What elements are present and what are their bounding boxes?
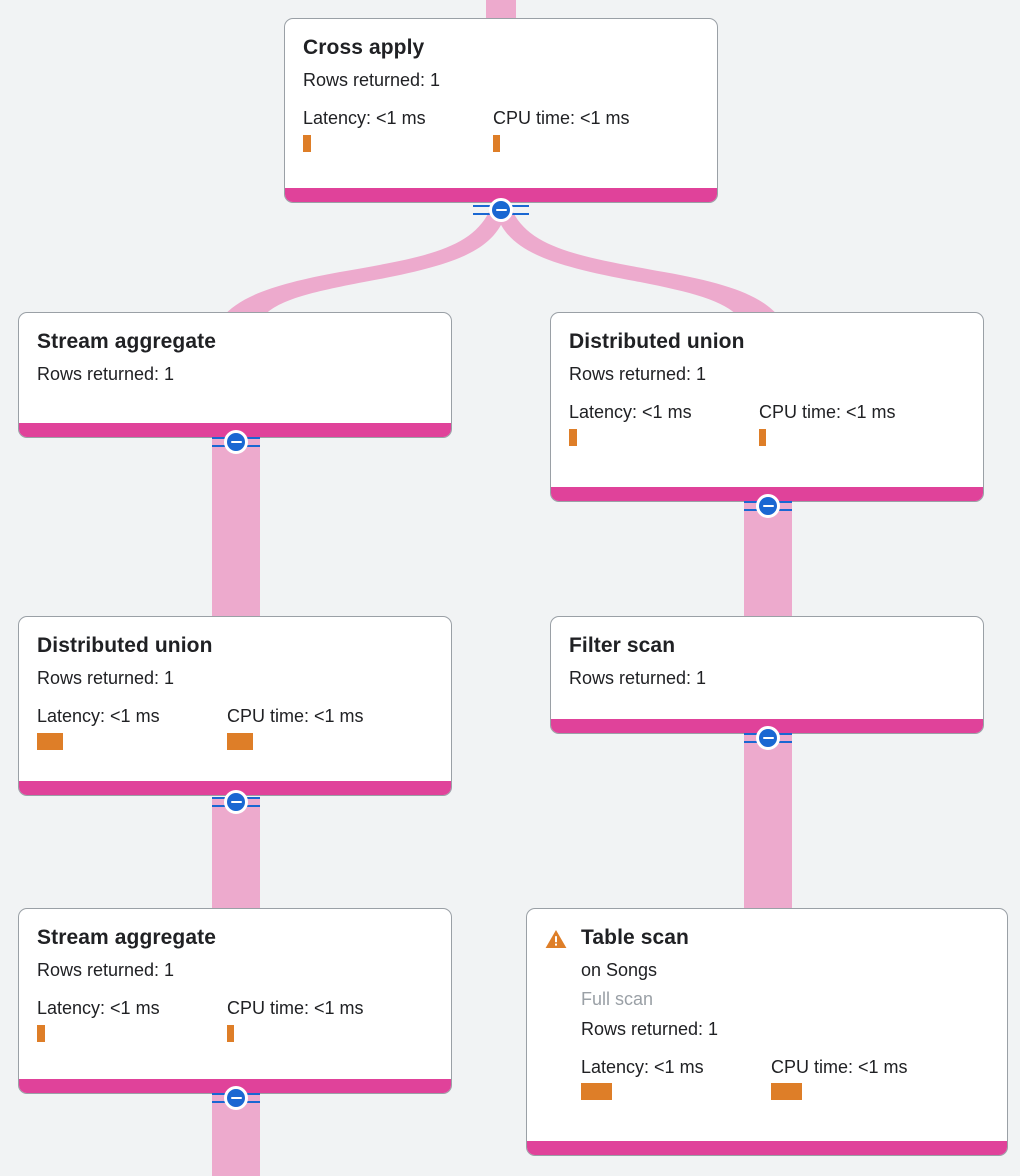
metric-cpu-time-bar <box>227 732 253 750</box>
metric-latency-bar <box>569 428 577 446</box>
node-title: Cross apply <box>303 36 425 59</box>
plan-node-table-scan[interactable]: Table scan on Songs Full scan Rows retur… <box>526 908 1008 1156</box>
node-rows-returned: Rows returned: 1 <box>37 960 175 981</box>
plan-node-cross-apply[interactable]: Cross apply Rows returned: 1 Latency: <1… <box>284 18 718 203</box>
minus-circle-icon <box>756 494 780 518</box>
node-metrics: Latency: <1 ms CPU time: <1 ms <box>569 401 965 446</box>
collapse-toggle-stream-aggregate-2[interactable] <box>206 1083 266 1113</box>
collapse-toggle-distributed-union-right[interactable] <box>738 491 798 521</box>
node-body: Cross apply Rows returned: 1 Latency: <1… <box>285 19 717 188</box>
metric-cpu-time-label: CPU time: <1 ms <box>759 402 896 423</box>
metric-cpu-time: CPU time: <1 ms <box>227 997 364 1042</box>
warning-triangle-icon <box>545 930 567 948</box>
plan-node-distributed-union-right[interactable]: Distributed union Rows returned: 1 Laten… <box>550 312 984 502</box>
node-footer-bar <box>285 188 717 202</box>
metric-latency-bar <box>581 1083 612 1101</box>
node-rows-returned: Rows returned: 1 <box>581 1018 719 1039</box>
metric-cpu-time-label: CPU time: <1 ms <box>227 706 364 727</box>
edge-filter-scan-to-table-scan <box>744 734 792 910</box>
metric-latency: Latency: <1 ms <box>37 705 227 750</box>
metric-latency-label: Latency: <1 ms <box>37 998 160 1019</box>
node-title: Stream aggregate <box>37 330 217 353</box>
node-metrics: Latency: <1 ms CPU time: <1 ms <box>581 1056 989 1101</box>
metric-latency: Latency: <1 ms <box>581 1056 771 1101</box>
metric-latency-label: Latency: <1 ms <box>37 706 160 727</box>
node-footer-bar <box>527 1141 1007 1155</box>
node-content: Distributed union Rows returned: 1 Laten… <box>569 329 965 446</box>
node-rows-returned: Rows returned: 1 <box>569 364 707 385</box>
node-content: Table scan on Songs Full scan Rows retur… <box>581 925 989 1101</box>
collapse-toggle-stream-aggregate-1[interactable] <box>206 427 266 457</box>
node-target: on Songs <box>581 960 658 981</box>
plan-node-distributed-union-left[interactable]: Distributed union Rows returned: 1 Laten… <box>18 616 452 796</box>
metric-latency-label: Latency: <1 ms <box>569 402 692 423</box>
node-title: Distributed union <box>569 330 745 353</box>
node-body: Stream aggregate Rows returned: 1 <box>19 313 451 423</box>
metric-cpu-time-bar <box>759 428 766 446</box>
node-body: Table scan on Songs Full scan Rows retur… <box>527 909 1007 1141</box>
metric-cpu-time: CPU time: <1 ms <box>759 401 896 446</box>
node-footer-bar <box>19 781 451 795</box>
metric-cpu-time-label: CPU time: <1 ms <box>227 998 364 1019</box>
collapse-toggle-cross-apply[interactable] <box>471 195 531 225</box>
metric-latency: Latency: <1 ms <box>569 401 759 446</box>
minus-circle-icon <box>224 430 248 454</box>
metric-latency-bar <box>37 732 63 750</box>
node-body: Distributed union Rows returned: 1 Laten… <box>19 617 451 781</box>
plan-node-stream-aggregate-1[interactable]: Stream aggregate Rows returned: 1 <box>18 312 452 438</box>
node-rows-returned: Rows returned: 1 <box>303 70 441 91</box>
plan-node-stream-aggregate-2[interactable]: Stream aggregate Rows returned: 1 Latenc… <box>18 908 452 1094</box>
node-rows-returned: Rows returned: 1 <box>37 668 175 689</box>
node-content: Cross apply Rows returned: 1 Latency: <1… <box>303 35 699 152</box>
metric-latency-label: Latency: <1 ms <box>303 108 426 129</box>
node-title: Table scan <box>581 926 689 949</box>
edge-root-to-stream-aggregate-1 <box>222 212 505 318</box>
warning-slot <box>545 925 581 949</box>
metric-cpu-time: CPU time: <1 ms <box>493 107 630 152</box>
edge-stream-aggregate-1-to-distributed-union-left <box>212 438 260 620</box>
metric-latency: Latency: <1 ms <box>37 997 227 1042</box>
node-rows-returned: Rows returned: 1 <box>569 668 707 689</box>
node-content: Distributed union Rows returned: 1 Laten… <box>37 633 433 750</box>
node-metrics: Latency: <1 ms CPU time: <1 ms <box>37 997 433 1042</box>
node-metrics: Latency: <1 ms CPU time: <1 ms <box>303 107 699 152</box>
minus-circle-icon <box>224 790 248 814</box>
metric-latency-bar <box>37 1024 45 1042</box>
plan-node-filter-scan[interactable]: Filter scan Rows returned: 1 <box>550 616 984 734</box>
metric-latency-bar <box>303 134 311 152</box>
metric-cpu-time: CPU time: <1 ms <box>227 705 364 750</box>
node-body: Stream aggregate Rows returned: 1 Latenc… <box>19 909 451 1079</box>
node-title: Filter scan <box>569 634 676 657</box>
collapse-toggle-distributed-union-left[interactable] <box>206 787 266 817</box>
metric-cpu-time-label: CPU time: <1 ms <box>771 1056 908 1077</box>
node-title: Stream aggregate <box>37 926 217 949</box>
node-scan-type: Full scan <box>581 989 654 1010</box>
node-body: Distributed union Rows returned: 1 Laten… <box>551 313 983 487</box>
node-body: Filter scan Rows returned: 1 <box>551 617 983 719</box>
collapse-toggle-filter-scan[interactable] <box>738 723 798 753</box>
node-rows-returned: Rows returned: 1 <box>37 364 175 385</box>
metric-latency: Latency: <1 ms <box>303 107 493 152</box>
minus-circle-icon <box>489 198 513 222</box>
minus-circle-icon <box>756 726 780 750</box>
metric-cpu-time-label: CPU time: <1 ms <box>493 108 630 129</box>
node-content: Stream aggregate Rows returned: 1 <box>37 329 433 389</box>
node-metrics: Latency: <1 ms CPU time: <1 ms <box>37 705 433 750</box>
metric-cpu-time-bar <box>227 1024 234 1042</box>
node-content: Filter scan Rows returned: 1 <box>569 633 965 693</box>
metric-latency-label: Latency: <1 ms <box>581 1056 704 1077</box>
metric-cpu-time-bar <box>771 1083 802 1101</box>
edge-root-to-distributed-union-right <box>497 212 780 318</box>
node-title: Distributed union <box>37 634 213 657</box>
metric-cpu-time-bar <box>493 134 500 152</box>
minus-circle-icon <box>224 1086 248 1110</box>
metric-cpu-time: CPU time: <1 ms <box>771 1056 908 1101</box>
node-content: Stream aggregate Rows returned: 1 Latenc… <box>37 925 433 1042</box>
